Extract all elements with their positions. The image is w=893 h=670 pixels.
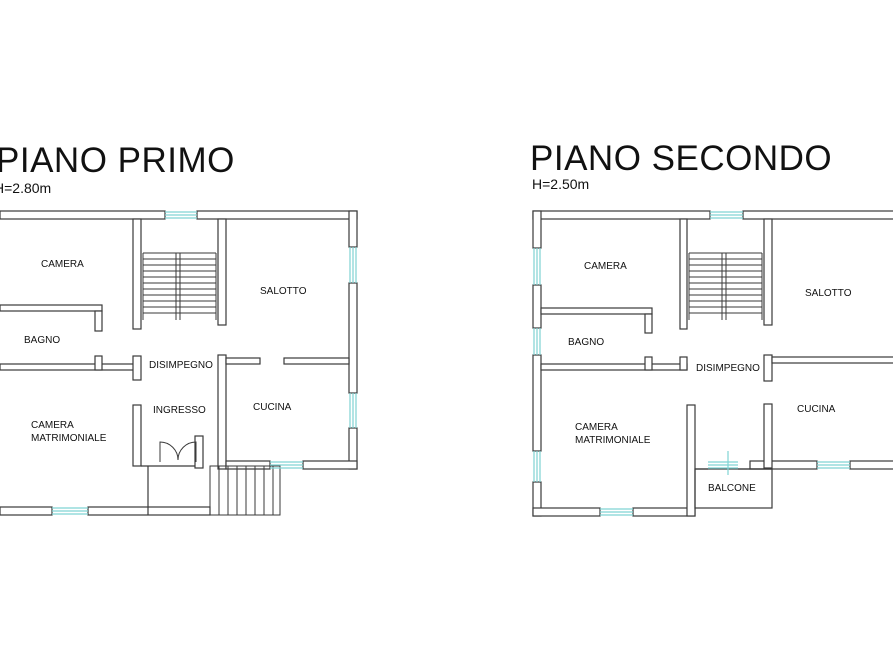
- wall: [540, 363, 688, 371]
- room-label: BAGNO: [568, 337, 604, 348]
- wall: [644, 356, 653, 371]
- room-label: SALOTTO: [805, 288, 852, 299]
- floor-plan-secondo: [532, 210, 893, 517]
- wall: [141, 465, 195, 515]
- entry-stairs-primo: [209, 465, 281, 516]
- wall: [217, 354, 227, 470]
- wall: [348, 282, 358, 394]
- windows-secondo: [533, 211, 850, 516]
- wall: [742, 210, 893, 220]
- wall: [0, 210, 166, 220]
- room-labels-secondo: CAMERA SALOTTO BAGNO DISIMPEGNO CUCINA C…: [568, 261, 852, 494]
- floor-2-height: H=2.50m: [532, 176, 590, 192]
- wall: [0, 304, 103, 312]
- wall: [644, 313, 653, 334]
- room-label: BAGNO: [24, 335, 60, 346]
- wall: [194, 435, 204, 469]
- room-label: CUCINA: [253, 402, 292, 413]
- wall: [0, 363, 141, 371]
- wall: [532, 284, 542, 329]
- room-label: CAMERA: [575, 422, 618, 433]
- wall: [763, 218, 773, 326]
- wall: [94, 310, 103, 332]
- wall: [0, 506, 53, 516]
- wall: [679, 218, 688, 330]
- wall: [679, 356, 688, 371]
- wall: [132, 355, 142, 381]
- wall: [532, 507, 601, 517]
- floor-1-height: H=2.80m: [0, 180, 52, 196]
- wall: [686, 404, 696, 517]
- wall: [348, 210, 358, 248]
- wall: [749, 460, 818, 470]
- wall: [532, 210, 542, 249]
- floor-2-title: PIANO SECONDO: [530, 139, 833, 178]
- room-label: CAMERA: [41, 259, 84, 270]
- floor-1-title: PIANO PRIMO: [0, 141, 235, 180]
- room-label: MATRIMONIALE: [31, 433, 107, 444]
- stairs-secondo: [688, 252, 763, 320]
- wall: [132, 404, 142, 467]
- balcony-outline: [694, 468, 773, 509]
- wall: [302, 460, 358, 470]
- wall: [532, 354, 542, 452]
- room-label: CAMERA: [31, 420, 74, 431]
- wall: [94, 355, 103, 371]
- room-label: INGRESSO: [153, 405, 206, 416]
- room-label: DISIMPEGNO: [149, 360, 213, 371]
- wall: [225, 357, 261, 365]
- wall: [132, 218, 142, 330]
- wall: [532, 210, 711, 220]
- wall: [849, 460, 893, 470]
- windows-primo: [52, 211, 357, 515]
- wall: [632, 507, 696, 517]
- wall: [87, 506, 211, 516]
- wall: [225, 460, 271, 470]
- wall: [196, 210, 358, 220]
- wall: [283, 357, 350, 365]
- stairs-primo: [142, 252, 217, 320]
- wall: [763, 403, 773, 469]
- room-label: CUCINA: [797, 404, 836, 415]
- room-label: BALCONE: [708, 483, 756, 494]
- wall: [217, 218, 227, 326]
- entry-door-primo: [159, 441, 197, 462]
- room-label: DISIMPEGNO: [696, 363, 760, 374]
- room-labels-primo: CAMERA SALOTTO BAGNO DISIMPEGNO INGRESSO…: [24, 259, 307, 444]
- wall: [540, 307, 653, 315]
- wall: [771, 356, 893, 364]
- room-label: MATRIMONIALE: [575, 435, 651, 446]
- wall: [763, 354, 773, 382]
- room-label: SALOTTO: [260, 286, 307, 297]
- room-label: CAMERA: [584, 261, 627, 272]
